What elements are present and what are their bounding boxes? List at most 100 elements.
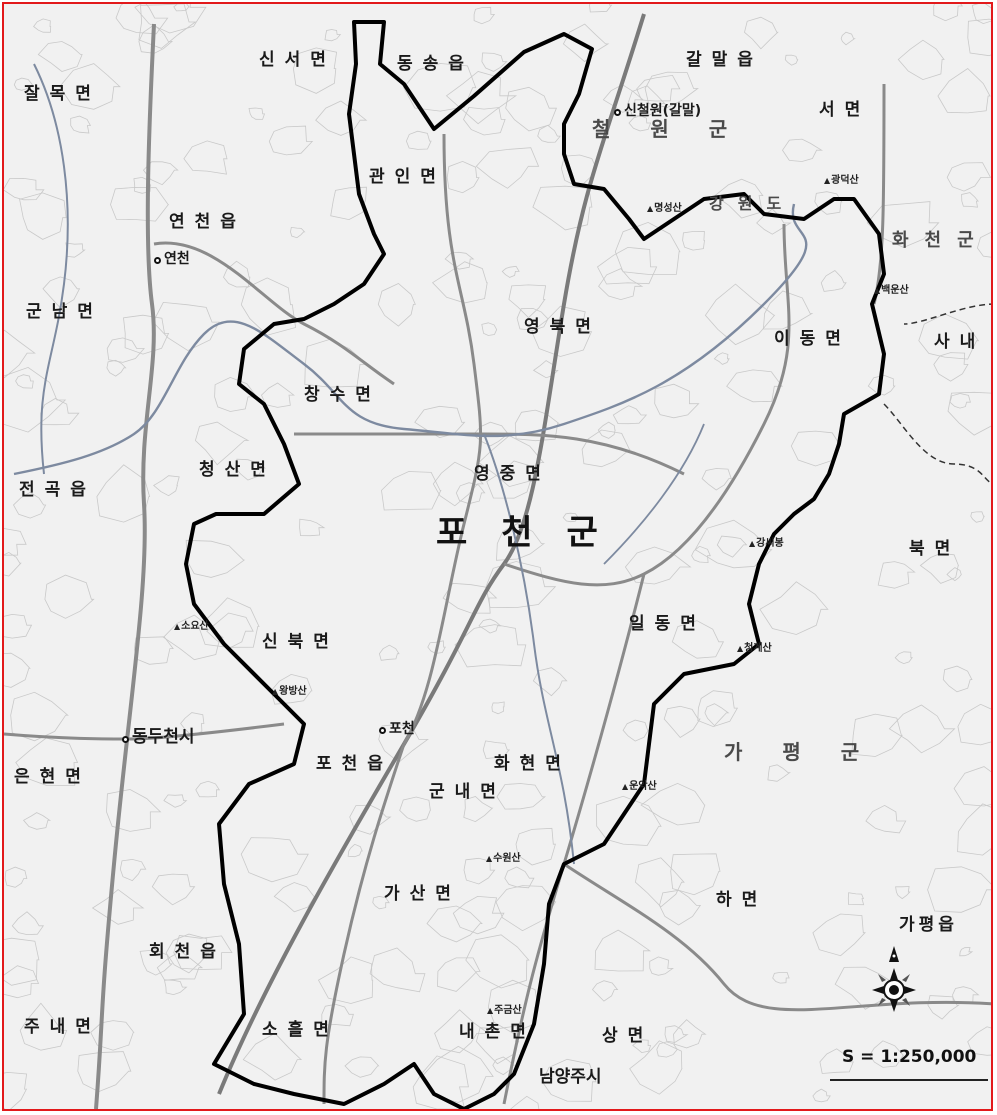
contour-line [531,305,593,357]
contour-line [812,1088,831,1103]
contour-line [716,535,748,558]
river [483,433,575,865]
contour-line [959,947,974,957]
contour-line [431,261,488,304]
peak-name: 왕방산 [279,686,307,697]
city-marker-icon [379,727,386,734]
contour-line [152,301,220,352]
peak-triangle-icon: ▲ [824,176,831,185]
contour-line [636,74,681,102]
region-label-cheorwon: 철원군 [592,117,768,141]
contour-line [644,71,699,108]
contour-line [214,376,258,412]
contour-line [946,162,991,192]
contour-line [847,892,865,906]
contour-line [634,857,685,908]
peak-name: 청계산 [744,643,772,654]
peak-triangle-icon: ▲ [737,644,744,653]
peak-label-gwangdeok: ▲광덕산 [824,176,859,186]
contour-line [659,889,702,926]
contour-line [756,208,792,235]
contour-line [195,780,221,798]
road [322,743,406,1105]
town-label-eunhyeon: 은현면 [14,767,91,787]
contour-line [952,986,980,1004]
contour-line [472,421,510,447]
peak-triangle-icon: ▲ [486,854,493,863]
town-label-gunnae: 군내면 [429,782,506,802]
peak-label-wangbang: ▲왕방산 [272,687,307,697]
terrain-contours [4,4,991,1109]
contour-line [426,905,483,943]
contour-line [505,86,557,132]
contour-line [594,929,652,972]
hub-label-sincheorwon: 신철원(갈말) [614,104,701,118]
contour-line [77,1051,132,1093]
contour-line [304,338,369,388]
contour-line [4,965,40,999]
peak-triangle-icon: ▲ [487,1006,494,1015]
contour-line [65,242,86,258]
contour-line [649,956,674,976]
road [402,133,483,745]
contour-line [744,16,779,50]
peak-label-suwon: ▲수원산 [486,854,521,864]
contour-line [820,269,847,292]
contour-line [560,154,597,188]
contour-line [475,147,540,189]
town-label-gunnam: 군남면 [26,302,103,322]
contour-line [596,246,658,285]
contour-line [4,613,33,639]
contour-line [414,405,466,439]
county-boundary [184,20,886,1109]
contour-line [268,125,314,156]
town-label-hamyeon: 하면 [716,890,768,910]
contour-line [234,458,267,481]
peak-label-myeongseong: ▲명성산 [647,204,682,214]
contour-line [151,873,196,906]
contour-line [240,837,309,883]
contour-line [946,567,962,582]
contour-line [405,130,432,150]
contour-line [654,383,700,419]
contour-line [465,934,530,989]
contour-line [694,519,773,569]
map-canvas [4,4,991,1109]
contour-line [697,690,739,728]
contour-line [713,352,730,365]
contour-line [478,618,502,634]
town-label-gasan: 가산면 [384,884,461,904]
town-label-galmal: 갈말읍 [686,50,763,70]
contour-line [427,640,446,654]
contour-line [33,18,52,33]
road [4,722,285,741]
town-label-seomyeon: 서면 [819,100,871,120]
contour-line [628,115,652,132]
contour-line [937,67,991,114]
contour-line [223,260,251,288]
contour-line [627,85,666,117]
city-marker-icon [614,109,621,116]
contour-line [11,911,45,936]
town-label-buk: 북면 [909,539,961,559]
hub-name: 동두천시 [132,727,195,747]
contour-line [840,31,856,46]
town-label-yeongjung: 영중면 [474,464,551,484]
contour-line [656,1041,679,1058]
contour-line [598,268,644,301]
contour-line [491,701,505,715]
contour-line [330,186,367,221]
town-label-soheul: 소흘면 [262,1020,339,1040]
contour-line [629,1040,683,1095]
contour-line [501,265,520,278]
county-title: 포천군 [436,513,632,553]
contour-line [133,636,174,665]
road [153,241,395,386]
contour-line [344,1056,380,1078]
contour-line [138,4,197,49]
town-label-hoecheon: 회천읍 [149,942,226,962]
contour-line [869,1040,905,1068]
contour-line [562,512,579,523]
contour-line [163,794,188,808]
road [503,223,791,587]
